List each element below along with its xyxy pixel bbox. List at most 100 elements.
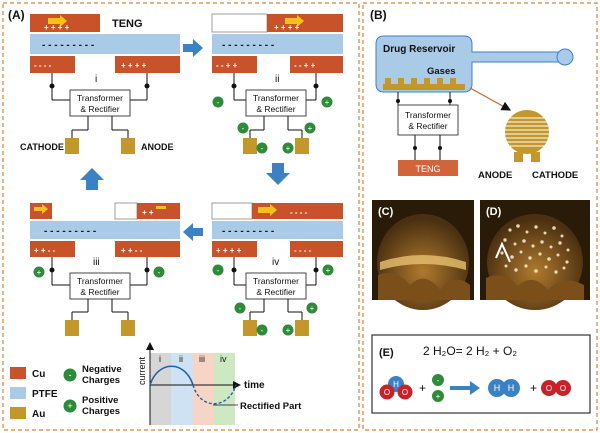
phase-label: iv	[220, 354, 227, 364]
cathode-electrode	[65, 138, 79, 154]
teng-label: TENG	[112, 18, 143, 30]
flow-arrow-right	[183, 39, 203, 57]
legend-negative-1: Negative	[82, 364, 122, 375]
svg-text:+: +	[308, 124, 313, 133]
ptfe-charges: - - - - - - - - -	[44, 226, 96, 237]
rectifier-line1: Transformer	[77, 93, 123, 103]
oxygen-molecule: O O	[541, 380, 571, 396]
water-molecule: H O O	[379, 376, 413, 400]
svg-text:+ +: + +	[142, 208, 154, 217]
stage-label: i	[95, 74, 97, 85]
stage-label: iv	[272, 257, 279, 268]
legend-ptfe: PTFE	[32, 389, 58, 400]
svg-text:+: +	[286, 326, 291, 335]
phase-label: ii	[179, 354, 183, 364]
hydrogen-molecule: H H	[488, 379, 520, 397]
stage-ii-device: + + + + - - - - - - - - - - - + + - - + …	[211, 13, 343, 154]
flow-arrow-left	[183, 223, 203, 241]
rectifier-line2: & Rectifier	[256, 104, 295, 114]
svg-text:-: -	[437, 376, 440, 385]
charges-bl: + + - -	[34, 246, 56, 255]
plus-sign: +	[530, 381, 537, 395]
rectifier-line1: Transformer	[77, 276, 123, 286]
phase-band-iii	[193, 353, 214, 425]
photo-d: (D)	[480, 200, 590, 310]
teng-box	[398, 160, 458, 176]
svg-text:+: +	[37, 268, 42, 277]
panel-b-border	[362, 2, 598, 431]
drug-delivery-schematic: Drug Reservoir Gases Transformer & Recti…	[375, 35, 578, 181]
stage-iii-device: + + - - - - - - - - - + + - - + + - - ii…	[30, 202, 180, 336]
panel-label-b: (B)	[370, 8, 387, 22]
reservoir-cap	[556, 48, 574, 66]
ptfe-layer	[30, 34, 180, 54]
stage-label: ii	[275, 74, 279, 85]
atom-label: O	[560, 384, 566, 393]
svg-text:+: +	[67, 401, 72, 411]
charges-br: + + - -	[121, 246, 143, 255]
negative-charge-icon	[63, 368, 77, 382]
svg-text:+: +	[326, 266, 331, 275]
legend-positive-1: Positive	[82, 395, 118, 406]
stage-iv-device: - - - - - - - - - - - - - + + + + - - - …	[211, 202, 343, 336]
rectifier-line1: Transformer	[253, 93, 299, 103]
legend-cu-swatch	[10, 367, 26, 379]
reservoir-label: Drug Reservoir	[383, 44, 455, 55]
ptfe-charges: - - - - - - - - -	[222, 40, 274, 51]
svg-text:+: +	[286, 144, 291, 153]
phase-label: iii	[199, 354, 205, 364]
charges-bl: + + + +	[216, 246, 242, 255]
legend-negative-2: Charges	[82, 375, 120, 386]
atom-label: O	[384, 388, 390, 397]
legend-ptfe-swatch	[10, 387, 26, 399]
svg-text:+: +	[325, 98, 330, 107]
current-plot: i ii iii iv current time Rectified Part	[137, 342, 302, 425]
gases-label: Gases	[427, 66, 456, 77]
charges-top: + + + +	[274, 23, 300, 32]
rectifier-line2: & Rectifier	[408, 121, 447, 131]
charges-top: - - - -	[290, 208, 308, 217]
rectified-dashed	[192, 384, 237, 405]
panel-label-e: (E)	[379, 347, 394, 359]
charges-bl: - - + +	[216, 61, 238, 70]
ptfe-charges: - - - - - - - - -	[222, 226, 274, 237]
anode-label: ANODE	[141, 142, 174, 152]
legend-cu: Cu	[32, 369, 45, 380]
flow-arrow-up	[80, 168, 104, 190]
plus-sign: +	[419, 381, 426, 395]
svg-text:+: +	[436, 392, 441, 401]
atom-label: O	[402, 388, 408, 397]
panel-a-border	[2, 2, 360, 431]
atom-label: H	[508, 383, 515, 393]
cu-bottom-left	[30, 56, 75, 73]
x-label: time	[244, 380, 265, 391]
charges-br: + + + +	[121, 61, 147, 70]
stage-i-device: TENG + + + + - - - - - - - - - - - - - +…	[20, 14, 180, 154]
cu-bottom-right	[115, 56, 180, 73]
phase-band-i	[150, 353, 171, 425]
rectifier-line2: & Rectifier	[256, 287, 295, 297]
panel-label-c: (C)	[378, 206, 394, 218]
anode-electrode	[121, 138, 135, 154]
legend-positive-2: Charges	[82, 406, 120, 417]
rectifier-line2: & Rectifier	[80, 104, 119, 114]
y-label: current	[137, 356, 147, 385]
rectifier-line1: Transformer	[253, 276, 299, 286]
reaction-arrow	[450, 381, 480, 395]
phase-band-ii	[171, 353, 193, 425]
svg-text:-: -	[217, 98, 220, 107]
rectifier-line1: Transformer	[405, 110, 451, 120]
rectified-label: Rectified Part	[240, 401, 302, 412]
rectifier-box	[69, 89, 131, 117]
charges-br: - - + +	[294, 61, 316, 70]
rectifier-line2: & Rectifier	[80, 287, 119, 297]
svg-text:-: -	[239, 304, 242, 313]
atom-label: O	[546, 384, 552, 393]
legend-au-swatch	[10, 407, 26, 419]
interdigitated-electrode	[505, 110, 549, 154]
atom-label: H	[494, 383, 501, 393]
svg-text:+: +	[310, 304, 315, 313]
charges-br: - - - -	[294, 246, 312, 255]
phase-label: i	[159, 354, 161, 364]
cathode-label: CATHODE	[532, 170, 578, 181]
